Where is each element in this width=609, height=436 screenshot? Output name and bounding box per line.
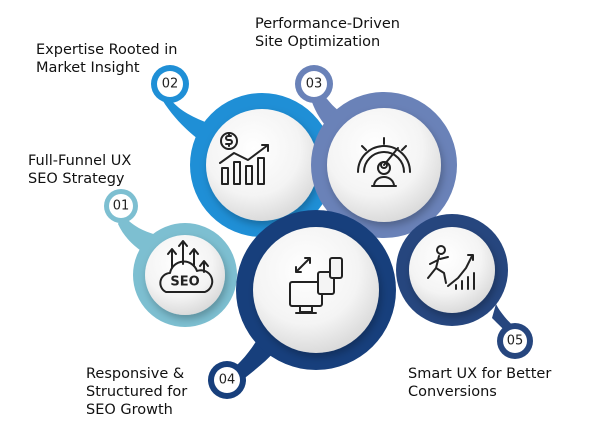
speed-gauge-icon: [357, 137, 411, 187]
item-04: 04: [208, 210, 396, 399]
item-01: 01 SEO: [104, 189, 237, 327]
label-03-line-2: Site Optimization: [255, 34, 381, 50]
label-03: Performance-Driven Site Optimization: [255, 15, 400, 51]
svg-text:SEO: SEO: [170, 275, 199, 290]
badge-01: [109, 194, 133, 218]
label-04: Responsive & Structured for SEO Growth: [86, 365, 187, 419]
label-03-line-1: Performance-Driven: [255, 16, 400, 32]
disc-05: [409, 227, 495, 313]
item-03: 03: [295, 65, 457, 238]
item-05: 05: [396, 214, 533, 359]
label-05: Smart UX for Better Conversions: [408, 365, 551, 401]
badge-number-02: 02: [162, 77, 179, 92]
disc-01: [145, 235, 225, 315]
seo-cloud-icon: SEO: [159, 240, 214, 293]
label-04-line-1: Responsive &: [86, 366, 185, 382]
badge-number-04: 04: [219, 373, 236, 388]
label-04-line-3: SEO Growth: [86, 402, 173, 418]
dollar-chart-icon: [219, 132, 269, 185]
badge-02: [157, 71, 183, 97]
responsive-devices-icon: [289, 257, 343, 314]
label-01-line-1: Full-Funnel UX: [28, 153, 132, 169]
disc-04: [253, 227, 379, 353]
badge-number-03: 03: [306, 77, 323, 92]
runner-growth-icon: [427, 245, 475, 290]
label-01-line-2: SEO Strategy: [28, 171, 125, 187]
label-04-line-2: Structured for: [86, 384, 188, 400]
badge-number-01: 01: [113, 199, 130, 214]
label-01: Full-Funnel UX SEO Strategy: [28, 152, 131, 188]
badge-04: [214, 367, 240, 393]
label-05-line-1: Smart UX for Better: [408, 366, 552, 382]
label-02-line-2: Market Insight: [36, 60, 140, 76]
badge-03: [301, 71, 327, 97]
label-02: Expertise Rooted in Market Insight: [36, 41, 177, 77]
label-05-line-2: Conversions: [408, 384, 497, 400]
item-02: 02: [151, 65, 334, 237]
label-02-line-1: Expertise Rooted in: [36, 42, 178, 58]
badge-05: [503, 329, 527, 353]
disc-02: [206, 109, 318, 221]
badge-number-05: 05: [507, 334, 524, 349]
